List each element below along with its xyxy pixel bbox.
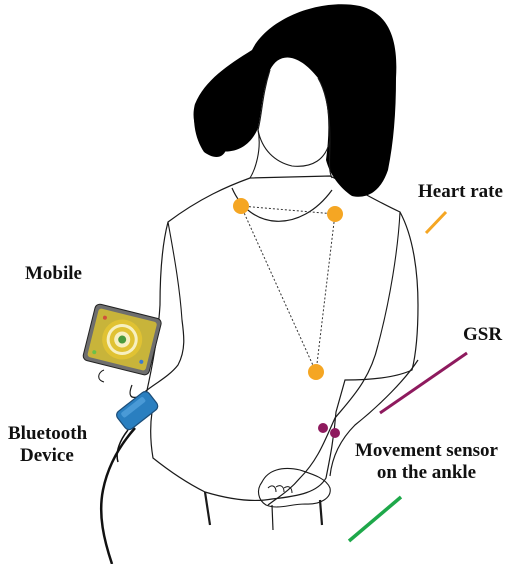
movement-label-line2: on the ankle bbox=[344, 462, 509, 484]
hr-triangle-top bbox=[241, 206, 335, 214]
face-outline bbox=[258, 70, 330, 166]
right-sleeve-seam bbox=[378, 212, 400, 345]
hr-triangle-right bbox=[316, 214, 335, 372]
movement-legend-line bbox=[349, 497, 401, 541]
neck-outline bbox=[250, 130, 332, 178]
mobile-label: Mobile bbox=[25, 263, 82, 285]
heart-rate-sensor-left bbox=[233, 198, 249, 214]
heart-rate-label: Heart rate bbox=[418, 181, 503, 203]
leg-center bbox=[272, 505, 273, 530]
phone-icon bbox=[82, 303, 162, 376]
gsr-sensor-1 bbox=[318, 423, 328, 433]
bluetooth-label-line2: Device bbox=[8, 445, 87, 467]
hair bbox=[194, 4, 397, 197]
heart-rate-sensor-right bbox=[327, 206, 343, 222]
gsr-legend-line bbox=[380, 353, 467, 413]
left-leg bbox=[205, 492, 210, 525]
bluetooth-device-icon bbox=[115, 390, 160, 432]
right-leg bbox=[320, 500, 322, 525]
bluetooth-label-line1: Bluetooth bbox=[8, 423, 87, 445]
left-sleeve-seam bbox=[168, 222, 182, 320]
gsr-label: GSR bbox=[463, 324, 502, 346]
bluetooth-device-label: Bluetooth Device bbox=[8, 423, 87, 467]
movement-sensor-label: Movement sensor on the ankle bbox=[344, 440, 509, 484]
heart-rate-legend-line bbox=[426, 212, 446, 233]
movement-label-line1: Movement sensor bbox=[344, 440, 509, 462]
heart-rate-sensor-chest bbox=[308, 364, 324, 380]
gsr-sensor-2 bbox=[330, 428, 340, 438]
hr-triangle-left bbox=[241, 206, 316, 372]
